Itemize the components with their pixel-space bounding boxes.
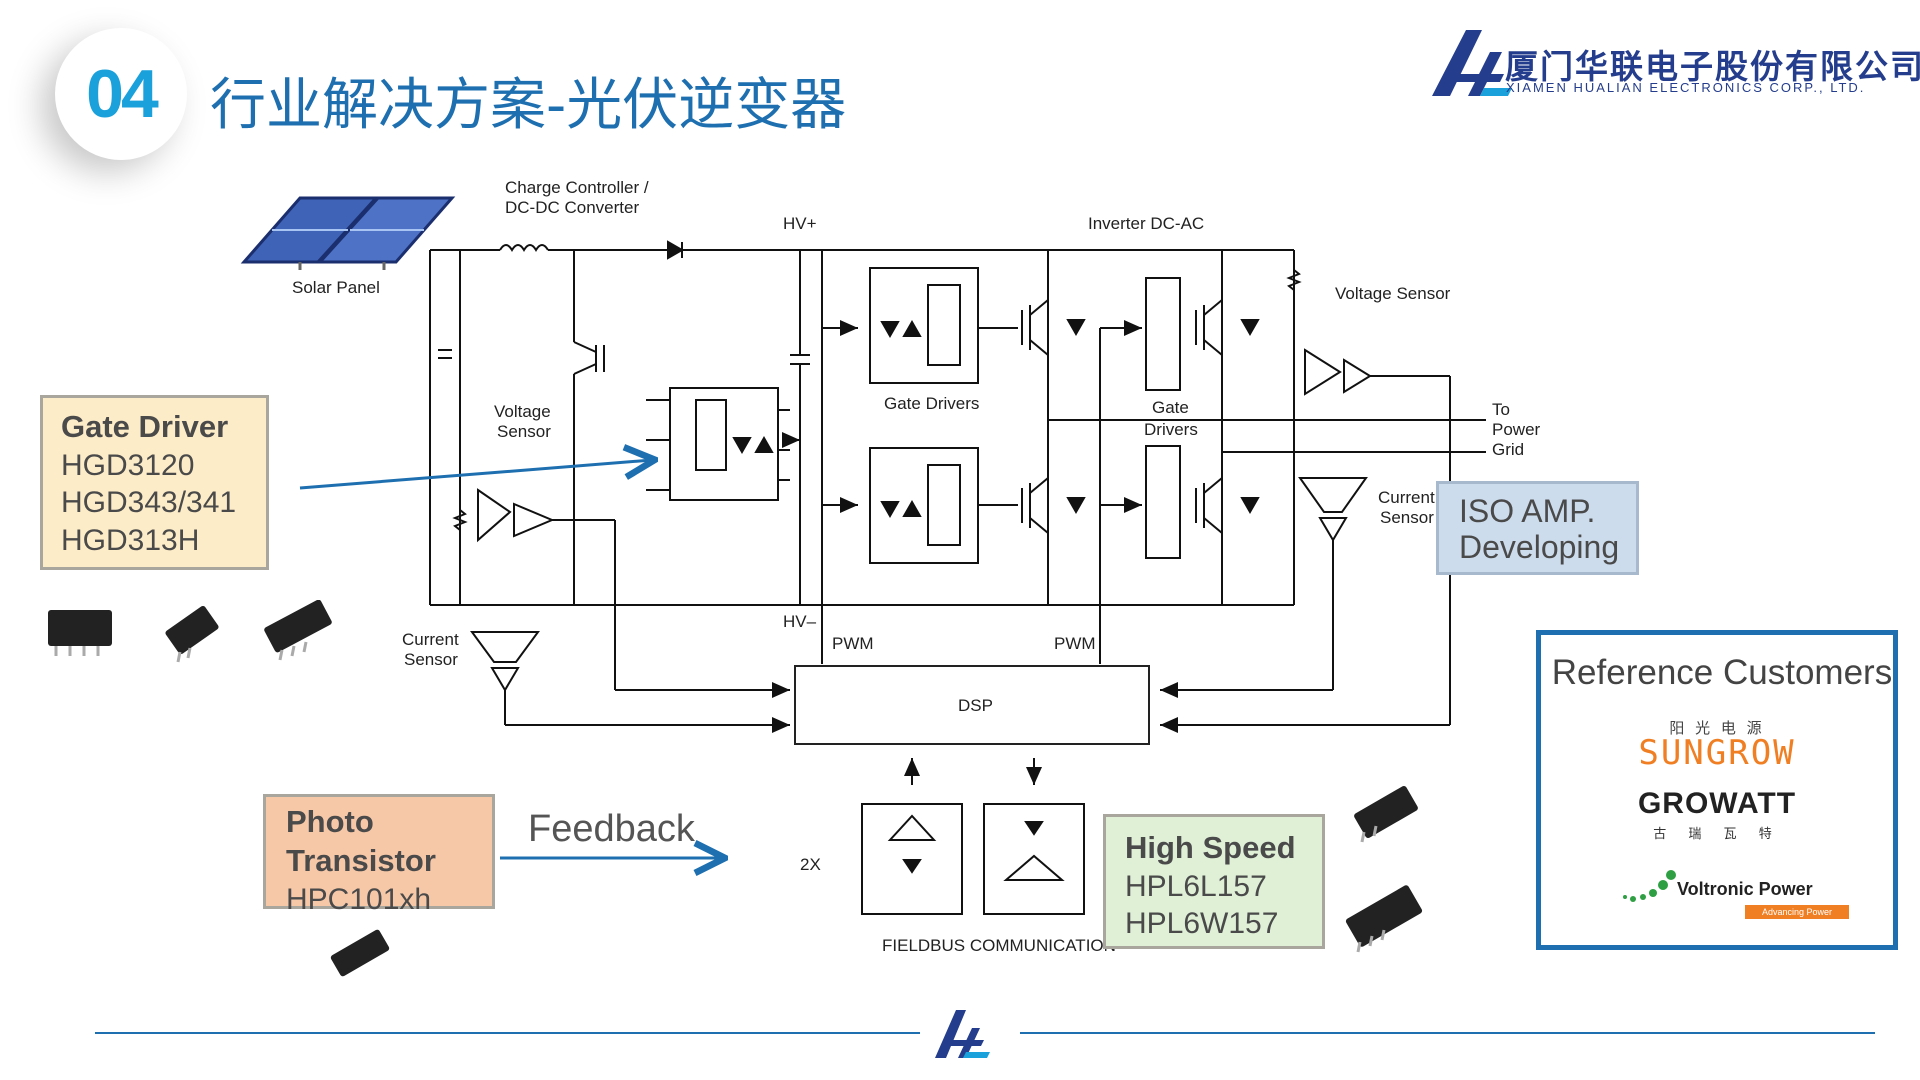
voltronic-tagline: Advancing Power [1745, 905, 1849, 919]
high-speed-item: HPL6L157 [1125, 869, 1267, 903]
section-badge [55, 28, 187, 160]
dsp-block [794, 665, 1150, 745]
fieldbus-label: FIELDBUS COMMUNICATION [882, 936, 1116, 955]
current-sensor-left-label-1: Current [402, 630, 459, 649]
gate-driver-pointer-arrow [299, 460, 652, 490]
page-title: 行业解决方案-光伏逆变器 [210, 73, 847, 138]
company-name-cn: 厦门华联电子股份有限公司 [1505, 47, 1920, 86]
photo-item: HPC101xh [286, 882, 432, 916]
high-speed-chips-icon [1345, 785, 1423, 953]
dc-dc-converter-label: DC-DC Converter [505, 198, 640, 217]
hv-plus-label: HV+ [783, 214, 817, 233]
to-grid-label-1: To [1492, 400, 1510, 419]
pwm-left-label: PWM [832, 634, 874, 653]
gate-driver-item: HGD3120 [61, 448, 195, 482]
reference-title: Reference Customers [1551, 653, 1893, 692]
current-sensor-right-label-2: Sensor [1380, 508, 1434, 527]
iso-line-1: ISO AMP. [1459, 493, 1596, 529]
gate-driver-title: Gate Driver [61, 409, 229, 444]
gate-driver-chips-icon [48, 600, 332, 663]
dsp-label: DSP [958, 696, 993, 715]
voltage-sensor-left-label-2: Sensor [497, 422, 551, 441]
charge-controller-label: Charge Controller / [505, 178, 649, 197]
hv-minus-label: HV– [783, 612, 817, 631]
company-logo-icon [1432, 30, 1512, 96]
growatt-cn: 古 瑞 瓦 特 [1653, 827, 1781, 842]
voltronic-dots-icon [1623, 870, 1676, 902]
section-number: 04 [86, 56, 159, 132]
photo-title-1: Photo [286, 804, 374, 839]
solar-panel-icon [240, 196, 456, 270]
solar-panel-label: Solar Panel [292, 278, 380, 297]
feedback-label: Feedback [528, 808, 695, 850]
iso-line-2: Developing [1459, 528, 1620, 565]
photo-title-2: Transistor [286, 842, 436, 878]
photo-transistor-chip-icon [330, 929, 390, 977]
company-name-en: XIAMEN HUALIAN ELECTRONICS CORP., LTD. [1506, 80, 1866, 95]
voltronic-logo: Voltronic Power [1677, 879, 1813, 899]
footer-logo-icon [935, 1010, 990, 1058]
voltage-sensor-left-label-1: Voltage [494, 402, 551, 421]
gate-drivers-label-2a: Gate [1152, 398, 1189, 417]
to-grid-label-3: Grid [1492, 440, 1525, 459]
gate-driver-box: Gate Driver HGD3120 HGD343/341 HGD313H [40, 395, 269, 570]
gate-driver-item: HGD313H [61, 523, 200, 557]
pwm-right-label: PWM [1054, 634, 1096, 653]
inverter-label: Inverter DC-AC [1088, 214, 1205, 233]
gate-drivers-label-1: Gate Drivers [884, 394, 980, 413]
gate-driver-item: HGD343/341 [61, 486, 237, 520]
current-sensor-right-label-1: Current [1378, 488, 1435, 507]
voltage-sensor-right-label: Voltage Sensor [1335, 284, 1451, 303]
two-x-label: 2X [800, 855, 821, 874]
high-speed-box: High Speed HPL6L157 HPL6W157 [1103, 814, 1325, 949]
growatt-logo: GROWATT [1637, 787, 1797, 820]
gate-drivers-label-2b: Drivers [1144, 420, 1198, 439]
sungrow-logo: SUNGROW [1638, 733, 1796, 773]
iso-amp-box: ISO AMP. Developing [1436, 481, 1639, 575]
reference-customers-box: Reference Customers 阳 光 电 源 SUNGROW GROW… [1536, 630, 1898, 950]
high-speed-item: HPL6W157 [1125, 907, 1279, 941]
sungrow-cn: 阳 光 电 源 [1669, 719, 1765, 737]
photo-transistor-box: Photo Transistor HPC101xh [263, 794, 495, 916]
to-grid-label-2: Power [1492, 420, 1541, 439]
high-speed-title: High Speed [1125, 830, 1296, 865]
current-sensor-left-label-2: Sensor [404, 650, 458, 669]
